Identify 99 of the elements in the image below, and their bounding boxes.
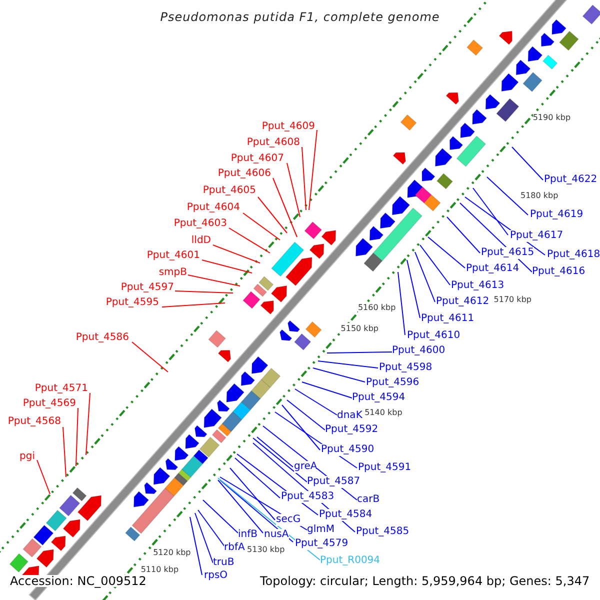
gene-label: Pput_4614 bbox=[466, 263, 520, 275]
gene-label: Pput_4571 bbox=[34, 383, 88, 395]
leader-line bbox=[398, 272, 406, 336]
gene-label: Pput_4595 bbox=[106, 297, 159, 309]
gene-label: Pput_4591 bbox=[358, 462, 412, 474]
leader-line bbox=[286, 400, 326, 430]
gene-label: Pput_4603 bbox=[174, 218, 227, 230]
leader-line bbox=[162, 302, 226, 308]
scale-label: 5170 kbp bbox=[494, 294, 532, 306]
leader-line bbox=[446, 216, 480, 254]
scale-label: 5140 kbp bbox=[364, 407, 402, 420]
gene-label: smpB bbox=[158, 267, 187, 279]
leader-line bbox=[294, 388, 338, 416]
gene-label: Pput_4617 bbox=[510, 230, 564, 242]
leader-line bbox=[406, 260, 420, 318]
leader-line bbox=[420, 244, 450, 286]
leader-line bbox=[198, 510, 226, 548]
gene-label: Pput_4609 bbox=[262, 121, 315, 133]
gene-label: Pput_4608 bbox=[246, 137, 300, 149]
gene-label: Pput_4619 bbox=[530, 209, 584, 221]
gene-label: Pput_4584 bbox=[319, 509, 372, 521]
scale-label: 5180 kbp bbox=[520, 190, 558, 202]
gene-label: Pput_4616 bbox=[532, 266, 586, 278]
scale-label: 5150 kbp bbox=[340, 322, 378, 335]
leader-line bbox=[258, 196, 288, 234]
leader-line bbox=[318, 360, 378, 368]
gene-label: Pput_4615 bbox=[481, 247, 534, 259]
leader-line bbox=[174, 290, 234, 294]
gene-label: Pput_4613 bbox=[451, 280, 504, 292]
gene-label: greA bbox=[294, 461, 318, 473]
leader-line bbox=[302, 382, 352, 398]
leader-line bbox=[76, 408, 78, 466]
leader-line bbox=[308, 130, 318, 210]
scale-label: 5160 kbp bbox=[358, 302, 396, 314]
scale-label: 5120 kbp bbox=[153, 547, 191, 560]
leader-line bbox=[414, 252, 436, 302]
footer-text: Accession: NC_009512 bbox=[10, 575, 146, 587]
gene-label: Pput_4594 bbox=[352, 392, 406, 404]
gene-label: Pput_4605 bbox=[202, 185, 256, 197]
gene-label: glmM bbox=[307, 524, 334, 536]
gene-label: Pput_4604 bbox=[186, 202, 240, 214]
leader-line bbox=[312, 368, 366, 382]
leader-line bbox=[272, 178, 298, 238]
gene-label: Pput_4585 bbox=[356, 526, 410, 538]
gene-label: Pput_4601 bbox=[146, 250, 200, 262]
gene-label: Pput_4569 bbox=[22, 398, 76, 410]
leader-line bbox=[326, 352, 394, 354]
leader-line bbox=[228, 228, 270, 254]
gene-label: Pput_4597 bbox=[120, 282, 174, 294]
leader-line bbox=[36, 460, 50, 494]
leader-line bbox=[194, 512, 214, 564]
leader-line bbox=[302, 146, 306, 210]
leader-line bbox=[188, 274, 240, 286]
gene-label: Pput_4579 bbox=[295, 538, 348, 550]
gene-label: nusA bbox=[264, 529, 289, 541]
gene-label: Pput_R0094 bbox=[320, 555, 380, 567]
scale-label: 5110 kbp bbox=[140, 564, 179, 576]
title: Pseudomonas putida F1, complete genome bbox=[159, 11, 441, 23]
gene-label: Pput_4596 bbox=[366, 377, 420, 389]
leader-line bbox=[286, 162, 300, 218]
gene-label: Pput_4610 bbox=[407, 330, 460, 342]
footer-text: Topology: circular; Length: 5,959,964 bp; Genes: 5,347 bbox=[260, 575, 590, 587]
scale-label: 5190 kbp bbox=[532, 112, 571, 124]
gene-label: Pput_4587 bbox=[307, 476, 360, 488]
leader-line bbox=[256, 436, 294, 468]
leader-line bbox=[234, 458, 280, 498]
gene-label: Pput_4600 bbox=[392, 345, 446, 357]
leader-line bbox=[218, 480, 264, 534]
leader-line bbox=[252, 438, 308, 482]
leader-line bbox=[282, 404, 320, 450]
leader-line bbox=[230, 468, 276, 520]
gene-label: pgi bbox=[20, 451, 35, 463]
leader-line bbox=[62, 426, 66, 478]
leader-line bbox=[202, 500, 238, 534]
gene-label: Pput_4590 bbox=[321, 444, 374, 456]
leader-line bbox=[242, 212, 280, 240]
gene-label: Pput_4612 bbox=[436, 296, 490, 308]
leader-line bbox=[132, 342, 168, 372]
gene-label: Pput_4611 bbox=[421, 313, 474, 325]
leader-line bbox=[190, 516, 202, 576]
gene-label: Pput_4607 bbox=[230, 153, 284, 165]
gene-label: Pput_4583 bbox=[281, 491, 334, 503]
gene-label: Pput_4618 bbox=[547, 249, 600, 261]
leader-line bbox=[486, 176, 528, 216]
leader-line bbox=[202, 260, 252, 274]
gene-label: rpsO bbox=[204, 570, 228, 582]
leader-line bbox=[428, 236, 466, 268]
gene-label: Pput_4598 bbox=[379, 362, 432, 374]
gene-label: Pput_4568 bbox=[8, 416, 61, 428]
leader-line bbox=[86, 392, 90, 456]
leader-line bbox=[472, 188, 508, 236]
gene-label: secG bbox=[276, 514, 301, 526]
gene-label: Pput_4586 bbox=[76, 332, 129, 344]
gene-label: Pput_4606 bbox=[218, 168, 271, 180]
leader-line bbox=[512, 146, 544, 180]
gene-label: Pput_4592 bbox=[325, 424, 378, 436]
gene-label: Pput_4622 bbox=[544, 174, 598, 186]
leader-line bbox=[212, 244, 260, 264]
scale-label: 5130 kbp bbox=[247, 544, 285, 556]
